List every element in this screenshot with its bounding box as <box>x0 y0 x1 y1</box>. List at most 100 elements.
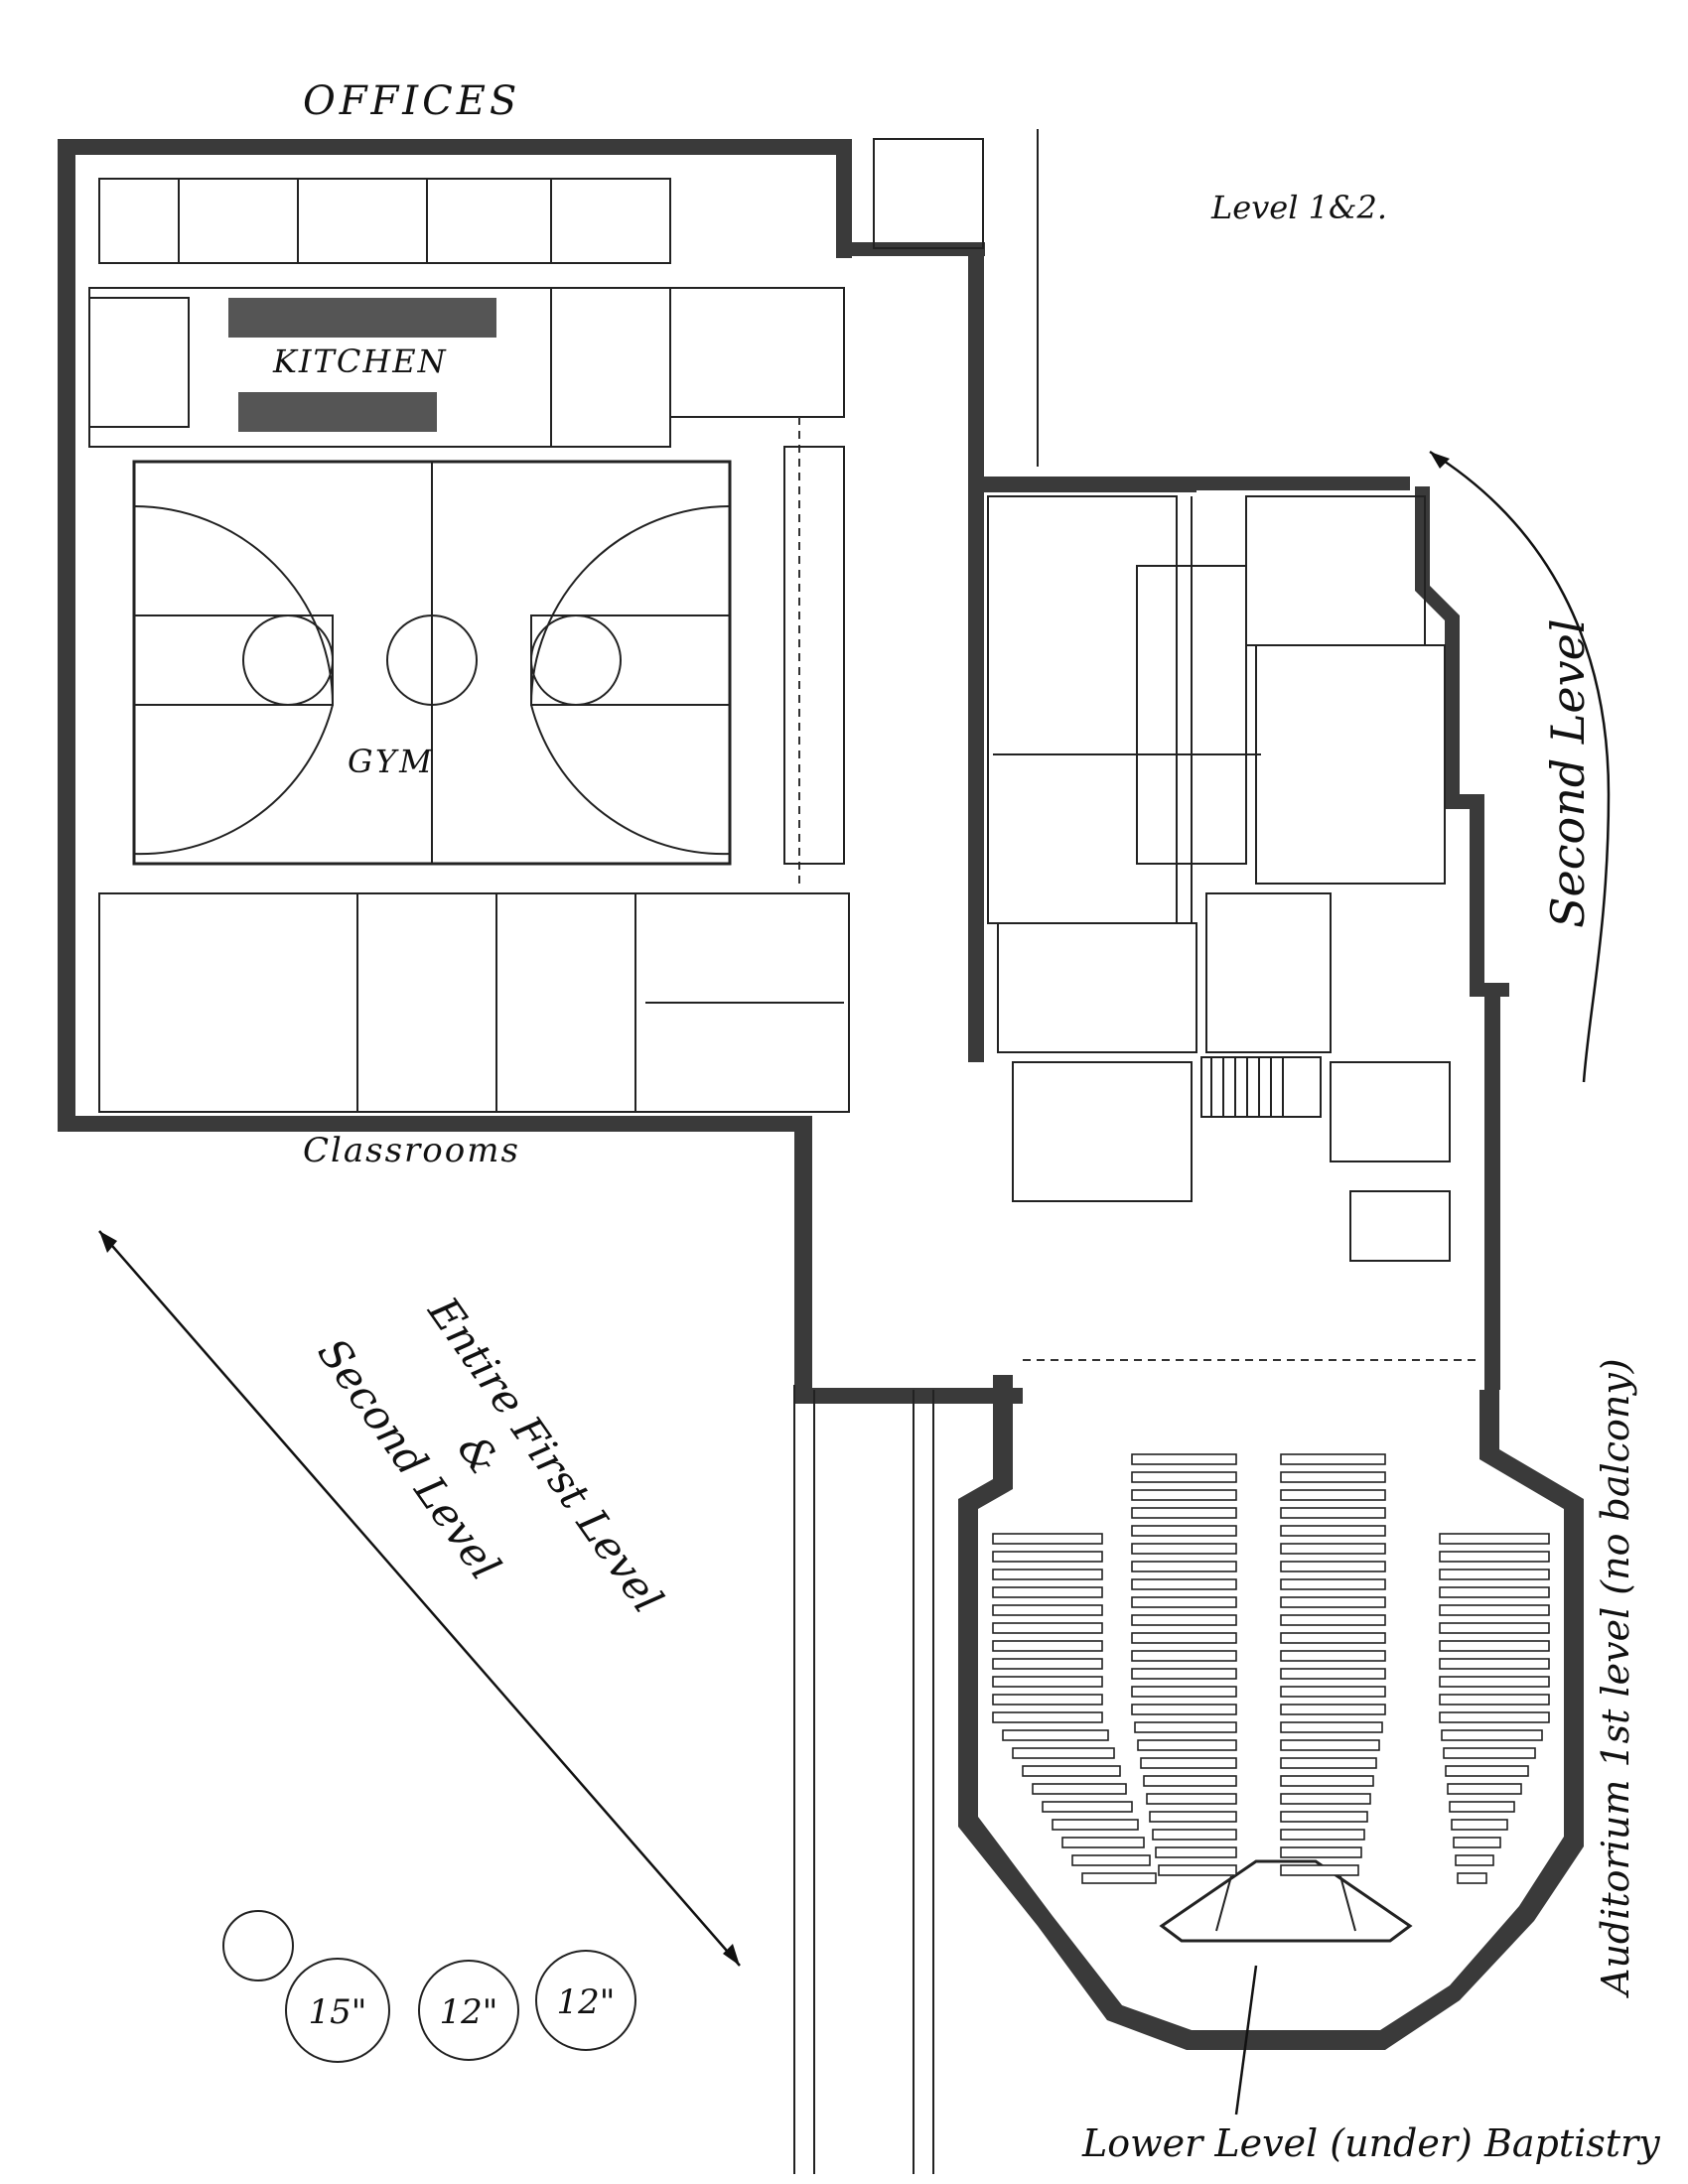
pew <box>1134 1721 1237 1733</box>
kitchen-label: KITCHEN <box>272 342 448 380</box>
pew <box>1280 1650 1386 1662</box>
pew <box>1131 1561 1237 1572</box>
pew <box>992 1711 1103 1723</box>
pew <box>1061 1837 1145 1848</box>
pew <box>1280 1543 1386 1555</box>
pew <box>992 1604 1103 1616</box>
pew <box>1280 1793 1371 1805</box>
pew <box>1131 1596 1237 1608</box>
right-wing <box>968 477 1509 1390</box>
tree-1-label: 15" <box>309 1992 367 2032</box>
pew <box>992 1533 1103 1545</box>
pew <box>1131 1453 1237 1465</box>
classrooms-label: Classrooms <box>303 1131 520 1170</box>
pew <box>1455 1854 1494 1866</box>
pew <box>1158 1864 1237 1876</box>
lower-level-label: Lower Level (under) Baptistry <box>1081 2121 1660 2165</box>
pew <box>1447 1783 1522 1795</box>
pew <box>1439 1622 1550 1634</box>
pew <box>1280 1704 1386 1715</box>
pew <box>1439 1551 1550 1563</box>
entire-first-level-line2: & <box>448 1426 509 1484</box>
pew <box>1012 1747 1115 1759</box>
pew <box>992 1694 1103 1706</box>
pew <box>1131 1614 1237 1626</box>
pew <box>1131 1543 1237 1555</box>
pew <box>1131 1686 1237 1698</box>
pew <box>1280 1668 1386 1680</box>
tree-1: 15" <box>285 1958 390 2063</box>
pew <box>1280 1471 1386 1483</box>
second-level-arc <box>1429 450 1611 1083</box>
pew <box>1032 1783 1127 1795</box>
pew <box>1445 1765 1529 1777</box>
pew <box>1457 1872 1487 1884</box>
pew <box>1280 1846 1362 1858</box>
auditorium <box>958 1375 1584 2050</box>
diagonal-arrow <box>98 1230 741 1967</box>
pew <box>1149 1811 1237 1823</box>
pew <box>1280 1686 1386 1698</box>
second-level-label: Second Level <box>1541 618 1595 928</box>
pew <box>1280 1775 1374 1787</box>
pew <box>1280 1489 1386 1501</box>
tree-small <box>222 1910 294 1981</box>
pew <box>1131 1632 1237 1644</box>
pew <box>1131 1704 1237 1715</box>
baptistry-pointer <box>1234 1965 1258 2116</box>
pew <box>1022 1765 1121 1777</box>
pew <box>1146 1793 1237 1805</box>
pew <box>1439 1586 1550 1598</box>
pew <box>1002 1729 1109 1741</box>
gym-label: GYM <box>348 743 435 780</box>
pew <box>992 1622 1103 1634</box>
center-pews <box>1131 1453 1386 1876</box>
pew <box>1081 1872 1157 1884</box>
level-note: Level 1&2. <box>1210 189 1387 226</box>
pew <box>1280 1864 1359 1876</box>
connector-corridor <box>794 138 1196 1404</box>
pew <box>1439 1569 1550 1580</box>
pew <box>1439 1533 1550 1545</box>
pew <box>1453 1837 1501 1848</box>
pew <box>1042 1801 1133 1813</box>
pew <box>992 1676 1103 1688</box>
pew <box>1280 1739 1380 1751</box>
pew <box>1280 1632 1386 1644</box>
pew <box>1071 1854 1151 1866</box>
pew <box>1155 1846 1237 1858</box>
pew <box>1131 1489 1237 1501</box>
right-pews <box>1439 1533 1550 1884</box>
left-building <box>58 139 985 1132</box>
offices-label: OFFICES <box>303 78 520 124</box>
pew <box>1439 1676 1550 1688</box>
tree-2-label: 12" <box>440 1992 498 2032</box>
left-pews <box>992 1533 1157 1884</box>
tree-3-label: 12" <box>557 1982 616 2022</box>
pew <box>1439 1658 1550 1670</box>
pew <box>992 1586 1103 1598</box>
pew <box>1131 1578 1237 1590</box>
pew <box>1280 1829 1365 1841</box>
drive-strip <box>793 129 1039 2174</box>
pew <box>1280 1453 1386 1465</box>
pew <box>1439 1711 1550 1723</box>
pew <box>1137 1739 1237 1751</box>
pew <box>1280 1811 1368 1823</box>
pew <box>992 1658 1103 1670</box>
pew <box>1280 1596 1386 1608</box>
tree-3: 12" <box>535 1950 636 2051</box>
pew <box>1451 1819 1508 1831</box>
pew <box>1443 1747 1536 1759</box>
pew <box>1439 1694 1550 1706</box>
trees: 15" 12" 12" <box>222 1910 636 2063</box>
pew <box>992 1640 1103 1652</box>
pew <box>1280 1561 1386 1572</box>
pew <box>1131 1525 1237 1537</box>
pew <box>992 1551 1103 1563</box>
pew <box>1280 1525 1386 1537</box>
auditorium-label: Auditorium 1st level (no balcony) <box>1594 1358 1637 1998</box>
pew <box>1441 1729 1543 1741</box>
entire-first-level-note: Entire First Level & Second Level <box>308 1288 672 1622</box>
